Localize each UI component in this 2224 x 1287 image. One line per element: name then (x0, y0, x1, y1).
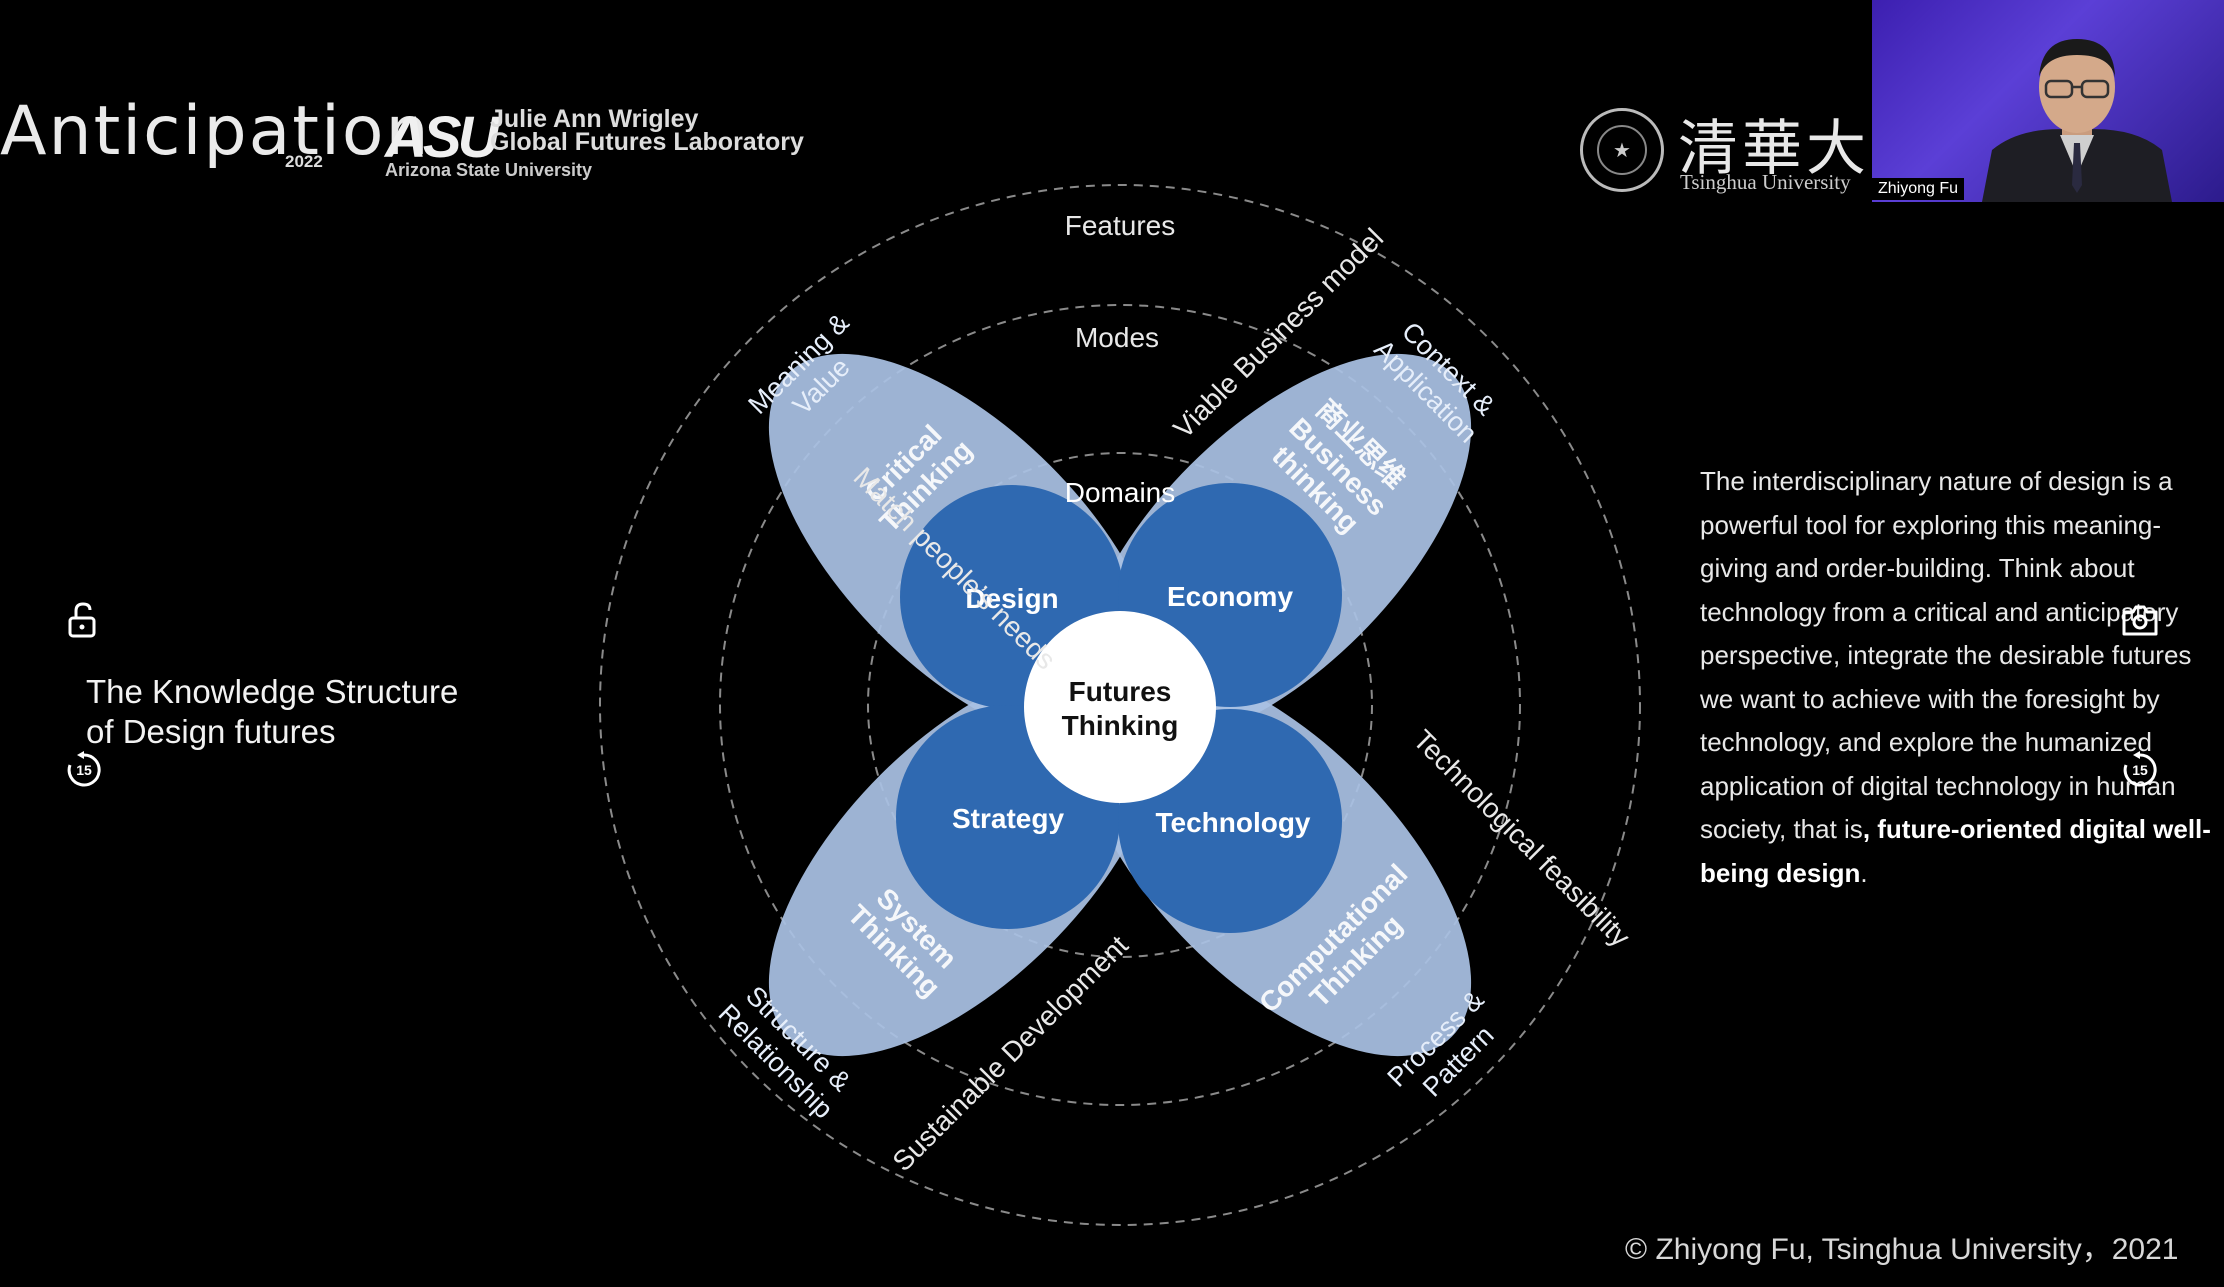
asu-university-name: Arizona State University (385, 160, 593, 180)
slide-title-line2: of Design futures (86, 713, 336, 750)
copyright-notice: © Zhiyong Fu, Tsinghua University，2021 (1625, 1233, 2179, 1266)
ring-label-modes: Modes (1075, 322, 1159, 353)
ring-label-features: Features (1065, 210, 1176, 241)
description-emphasis: , future-oriented digital well-being des… (1700, 814, 2211, 888)
tsinghua-seal-logo: ★ (1580, 108, 1664, 192)
replay-15-button-right[interactable]: 15 (2120, 750, 2160, 790)
replay-15-label: 15 (2132, 762, 2148, 778)
asu-lab-name-line2: Global Futures Laboratory (490, 128, 804, 156)
knowledge-structure-diagram: Features Modes Domains Futures Thinking … (599, 184, 1641, 1226)
tsinghua-english-name: Tsinghua University (1680, 170, 1851, 194)
ring-label-domains: Domains (1065, 477, 1175, 508)
outer-ring (599, 184, 1641, 1226)
slide-title: The Knowledge Structure of Design future… (86, 672, 556, 752)
anticipation-year: 2022 (285, 152, 323, 171)
slide-title-line1: The Knowledge Structure (86, 673, 459, 710)
description-end: . (1860, 857, 1868, 888)
description-text: The interdisciplinary nature of design i… (1700, 466, 2192, 844)
domain-label-strategy: Strategy (952, 803, 1064, 834)
replay-15-button-left[interactable]: 15 (64, 750, 104, 790)
participant-video-tile[interactable]: Zhiyong Fu (1872, 0, 2224, 202)
domain-label-economy: Economy (1167, 581, 1293, 612)
center-label-line1: Futures (1069, 676, 1172, 707)
camera-icon[interactable] (2120, 600, 2160, 640)
domain-label-technology: Technology (1155, 807, 1310, 838)
replay-15-icon (67, 751, 101, 787)
futures-thinking-circle (1024, 611, 1216, 803)
replay-15-label: 15 (76, 762, 92, 778)
unlock-icon[interactable] (64, 600, 104, 640)
asu-lab-name-line1: Julie Ann Wrigley (490, 105, 699, 133)
participant-video-feed (1982, 39, 2172, 202)
inner-ring (867, 452, 1373, 958)
replay-15-icon (2123, 751, 2157, 787)
anticipation-logo: Anticipation (0, 92, 431, 171)
slide-description: The interdisciplinary nature of design i… (1700, 460, 2220, 895)
asu-logo: ASU (385, 105, 499, 170)
participant-name-label: Zhiyong Fu (1872, 178, 1965, 200)
domain-label-design: Design (965, 583, 1058, 614)
middle-ring (719, 304, 1521, 1106)
center-label-line2: Thinking (1062, 710, 1179, 741)
